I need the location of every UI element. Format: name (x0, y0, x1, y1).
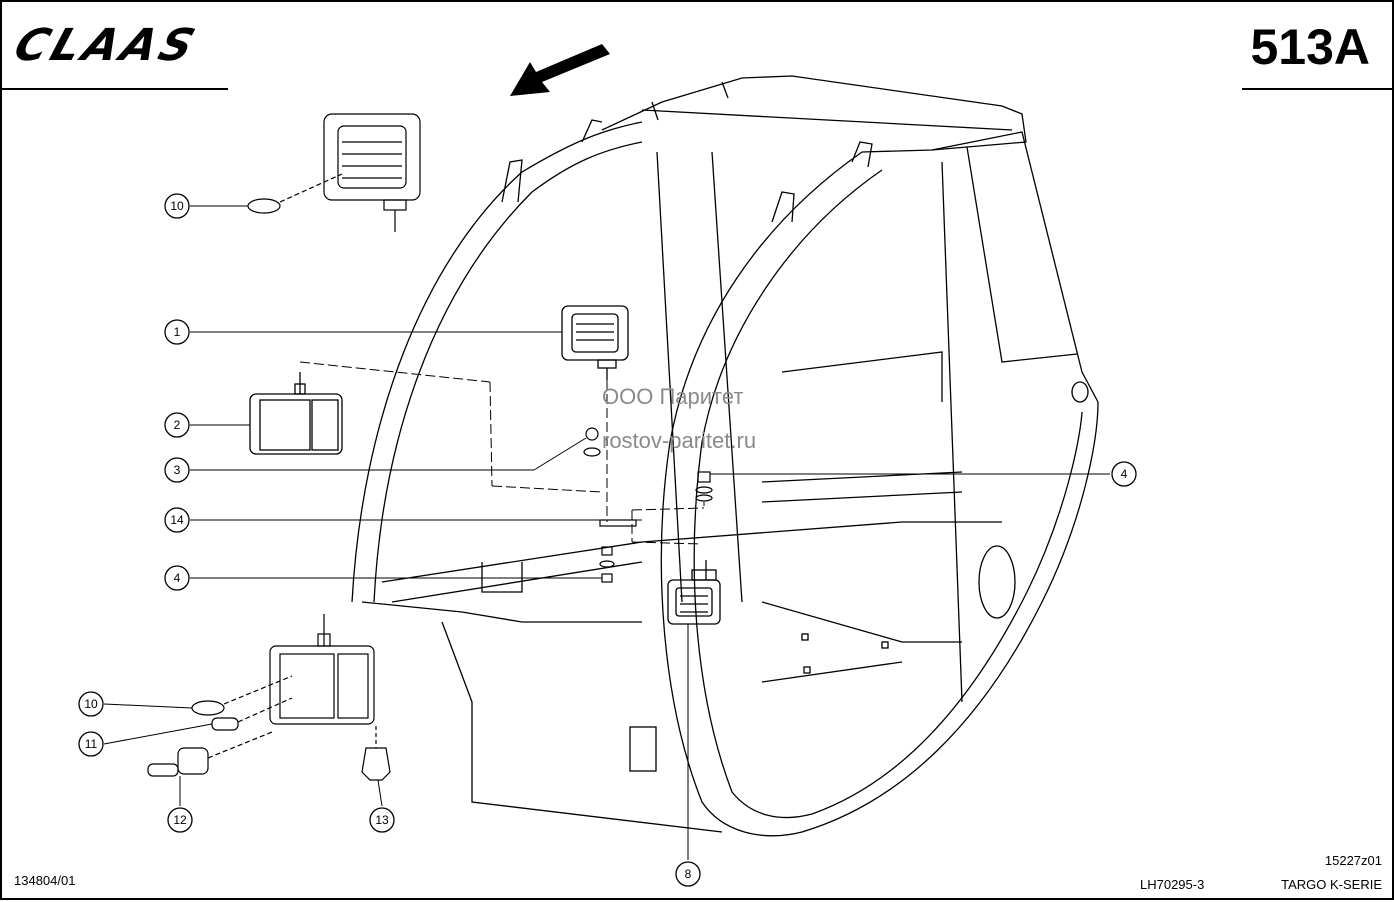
callout-12: 12 (167, 807, 193, 833)
callout-11: 11 (78, 731, 104, 757)
svg-text:14: 14 (170, 513, 184, 527)
work-lamp-8-icon (667, 560, 721, 625)
bulb-10-top-icon (247, 173, 343, 214)
page-number-underline (1242, 88, 1392, 90)
leader-lines (103, 205, 1110, 860)
combination-lamp-icon (269, 614, 375, 725)
svg-text:10: 10 (170, 199, 184, 213)
series-name: TARGO K-SERIE (1281, 877, 1382, 892)
callout-13: 13 (369, 807, 395, 833)
callout-2: 2 (164, 412, 190, 438)
bulb-13-icon (361, 726, 391, 781)
callout-14: 14 (164, 507, 190, 533)
work-lamp-1-icon (561, 305, 629, 380)
callout-1: 1 (164, 319, 190, 345)
svg-text:12: 12 (173, 813, 187, 827)
page-number: 513A (1250, 19, 1370, 75)
drawing-reference: 15227z01 (1324, 853, 1382, 868)
callout-3: 3 (164, 457, 190, 483)
svg-text:4: 4 (1121, 467, 1128, 481)
watermark-url: rostov-paritet.ru (602, 428, 757, 453)
callout-4-left: 4 (164, 565, 190, 591)
cab-illustration (351, 75, 1099, 837)
watermark-company: ООО Паритет (602, 384, 744, 409)
svg-text:8: 8 (685, 867, 692, 881)
direction-arrow-icon (510, 44, 610, 96)
callout-4-right: 4 (1111, 461, 1137, 487)
svg-text:13: 13 (375, 813, 389, 827)
logo-underline (2, 88, 228, 90)
svg-text:3: 3 (174, 463, 181, 477)
svg-text:10: 10 (84, 697, 98, 711)
bulb-12-icon (147, 731, 273, 777)
callout-10-top: 10 (164, 193, 190, 219)
svg-text:2: 2 (174, 418, 181, 432)
part-reference: LH70295-3 (1140, 877, 1205, 892)
callout-10-bottom: 10 (78, 691, 104, 717)
svg-text:11: 11 (85, 737, 98, 751)
bulb-10-bottom-icon (191, 675, 293, 716)
work-lamp-top-icon (323, 113, 421, 232)
doc-id: 134804/01 (14, 873, 76, 888)
callout-8: 8 (675, 861, 701, 887)
svg-text:1: 1 (174, 325, 181, 339)
svg-text:4: 4 (174, 571, 181, 585)
head-lamp-2-icon (249, 372, 343, 455)
